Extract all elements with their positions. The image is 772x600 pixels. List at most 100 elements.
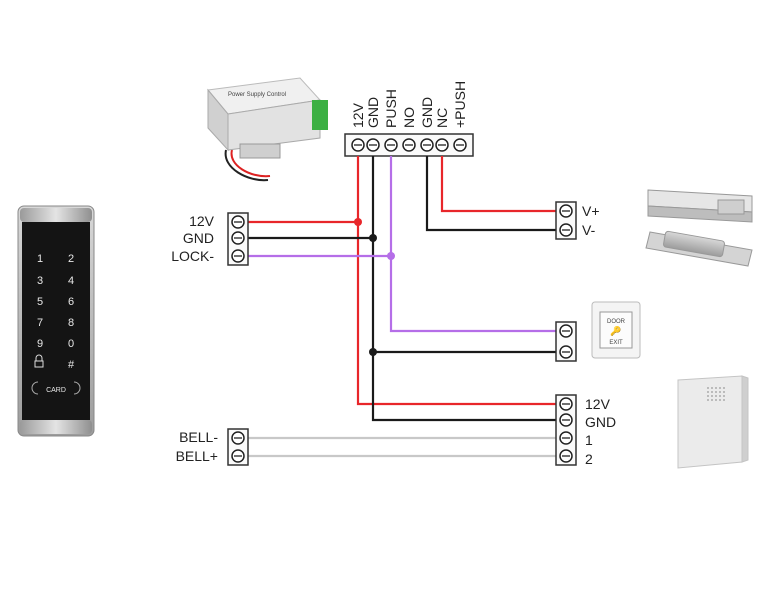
wire-lock-vplus-red bbox=[440, 156, 556, 213]
ps-terminal-screw bbox=[366, 138, 380, 152]
key-icon: 🔑 bbox=[610, 325, 621, 337]
doorbell-grill-hole bbox=[719, 399, 721, 401]
keypad-gnd-label: GND bbox=[183, 230, 214, 246]
doorbell-grill-hole bbox=[707, 399, 709, 401]
lock-key-icon bbox=[34, 354, 44, 368]
doorbell-grill-hole bbox=[707, 387, 709, 389]
keypad-terminal-screw bbox=[231, 249, 245, 263]
wire-push-exit-purple bbox=[389, 256, 558, 333]
doorbell-grill-hole bbox=[715, 387, 717, 389]
doorbell-terminal-screw bbox=[559, 397, 573, 411]
bell-terminal-screw bbox=[231, 449, 245, 463]
magnetic-lock-image bbox=[647, 189, 753, 223]
electric-strike-image bbox=[645, 230, 753, 267]
doorbell-grill-hole bbox=[723, 387, 725, 389]
wires bbox=[246, 156, 558, 458]
keypad-key: 0 bbox=[68, 338, 74, 350]
card-label: CARD bbox=[46, 387, 66, 394]
doorbell-grill-hole bbox=[707, 395, 709, 397]
card-reader-icon: CARD bbox=[31, 381, 81, 395]
doorbell-1-label: 1 bbox=[585, 432, 593, 448]
lock-terminal-screw bbox=[559, 223, 573, 237]
doorbell-grill-hole bbox=[711, 399, 713, 401]
keypad-key: 6 bbox=[68, 296, 74, 308]
power-supply-image: Power Supply Control bbox=[207, 77, 328, 182]
keypad-image: 1 2 3 4 5 6 7 8 9 0 # CARD bbox=[17, 205, 95, 437]
ps-terminal-screw bbox=[435, 138, 449, 152]
keypad-key: 3 bbox=[37, 275, 43, 287]
keypad-terminal-screw bbox=[231, 215, 245, 229]
keypad-key: # bbox=[68, 359, 75, 371]
doorbell-terminal-block bbox=[555, 394, 577, 466]
doorbell-terminal-screw bbox=[559, 449, 573, 463]
wire-push-purple bbox=[246, 156, 393, 258]
wire-gnd-black bbox=[246, 156, 375, 240]
keypad-lock-label: LOCK- bbox=[171, 248, 214, 264]
doorbell-image bbox=[677, 375, 749, 469]
bell-terminal-screw bbox=[231, 431, 245, 445]
doorbell-grill-hole bbox=[715, 395, 717, 397]
doorbell-gnd-label: GND bbox=[585, 414, 616, 430]
bell-terminal-block bbox=[227, 428, 249, 466]
doorbell-grill-hole bbox=[723, 399, 725, 401]
doorbell-grill-hole bbox=[715, 399, 717, 401]
doorbell-grill-hole bbox=[711, 395, 713, 397]
ps-terminal-label: PUSH bbox=[383, 89, 399, 128]
ps-terminal-screw bbox=[351, 138, 365, 152]
keypad-12v-label: 12V bbox=[189, 213, 215, 229]
keypad-key: 1 bbox=[37, 253, 43, 265]
ps-terminal-screw bbox=[453, 138, 467, 152]
keypad-key: 4 bbox=[68, 275, 74, 287]
exit-button-terminal-block bbox=[555, 321, 577, 362]
exit-button-image: DOOR 🔑 EXIT bbox=[591, 301, 641, 359]
ps-terminal-screw bbox=[420, 138, 434, 152]
doorbell-grill-hole bbox=[719, 395, 721, 397]
doorbell-12v-label: 12V bbox=[585, 396, 611, 412]
ps-terminal-screw bbox=[384, 138, 398, 152]
ps-terminal-label: 12V bbox=[350, 102, 366, 128]
lock-vplus-label: V+ bbox=[582, 203, 600, 219]
ps-terminal-label: GND bbox=[419, 97, 435, 128]
wire-12v-red bbox=[246, 156, 360, 224]
ps-terminal-screw bbox=[402, 138, 416, 152]
bell-plus-label: BELL+ bbox=[176, 448, 218, 464]
keypad-terminal-screw bbox=[231, 231, 245, 245]
doorbell-grill-hole bbox=[715, 391, 717, 393]
doorbell-terminal-screw bbox=[559, 431, 573, 445]
lock-vminus-label: V- bbox=[582, 222, 596, 238]
wire-gnd-doorbell-black bbox=[371, 352, 558, 422]
exit-terminal-screw bbox=[559, 324, 573, 338]
power-supply-title: Power Supply Control bbox=[228, 92, 286, 98]
doorbell-grill-hole bbox=[707, 391, 709, 393]
keypad-key: 7 bbox=[37, 317, 43, 329]
exit-button-bottom-label: EXIT bbox=[609, 340, 623, 346]
doorbell-grill-hole bbox=[719, 387, 721, 389]
exit-button-top-label: DOOR bbox=[607, 319, 626, 325]
wire-lock-vminus-black bbox=[425, 156, 556, 232]
keypad-key: 5 bbox=[37, 296, 43, 308]
doorbell-terminal-screw bbox=[559, 413, 573, 427]
keypad-terminal-block bbox=[227, 212, 249, 266]
doorbell-2-label: 2 bbox=[585, 451, 593, 467]
wire-junctions bbox=[354, 218, 395, 356]
doorbell-grill-hole bbox=[719, 391, 721, 393]
ps-terminal-label: GND bbox=[365, 97, 381, 128]
ps-terminal-label: NC bbox=[434, 108, 450, 128]
doorbell-grill-hole bbox=[723, 391, 725, 393]
doorbell-grill-hole bbox=[711, 391, 713, 393]
doorbell-grill-hole bbox=[723, 395, 725, 397]
ps-terminal-label: NO bbox=[401, 107, 417, 128]
keypad-key: 9 bbox=[37, 338, 43, 350]
doorbell-grill-hole bbox=[711, 387, 713, 389]
keypad-key: 8 bbox=[68, 317, 74, 329]
ps-terminal-label: +PUSH bbox=[452, 81, 468, 128]
terminal-labels: 12V GND LOCK- BELL- BELL+ V+ V- 12V GND … bbox=[171, 203, 616, 467]
wire-gnd-exit-black bbox=[371, 238, 558, 354]
bell-minus-label: BELL- bbox=[179, 429, 218, 445]
lock-terminal-block bbox=[555, 201, 577, 240]
exit-terminal-screw bbox=[559, 345, 573, 359]
keypad-key: 2 bbox=[68, 253, 74, 265]
